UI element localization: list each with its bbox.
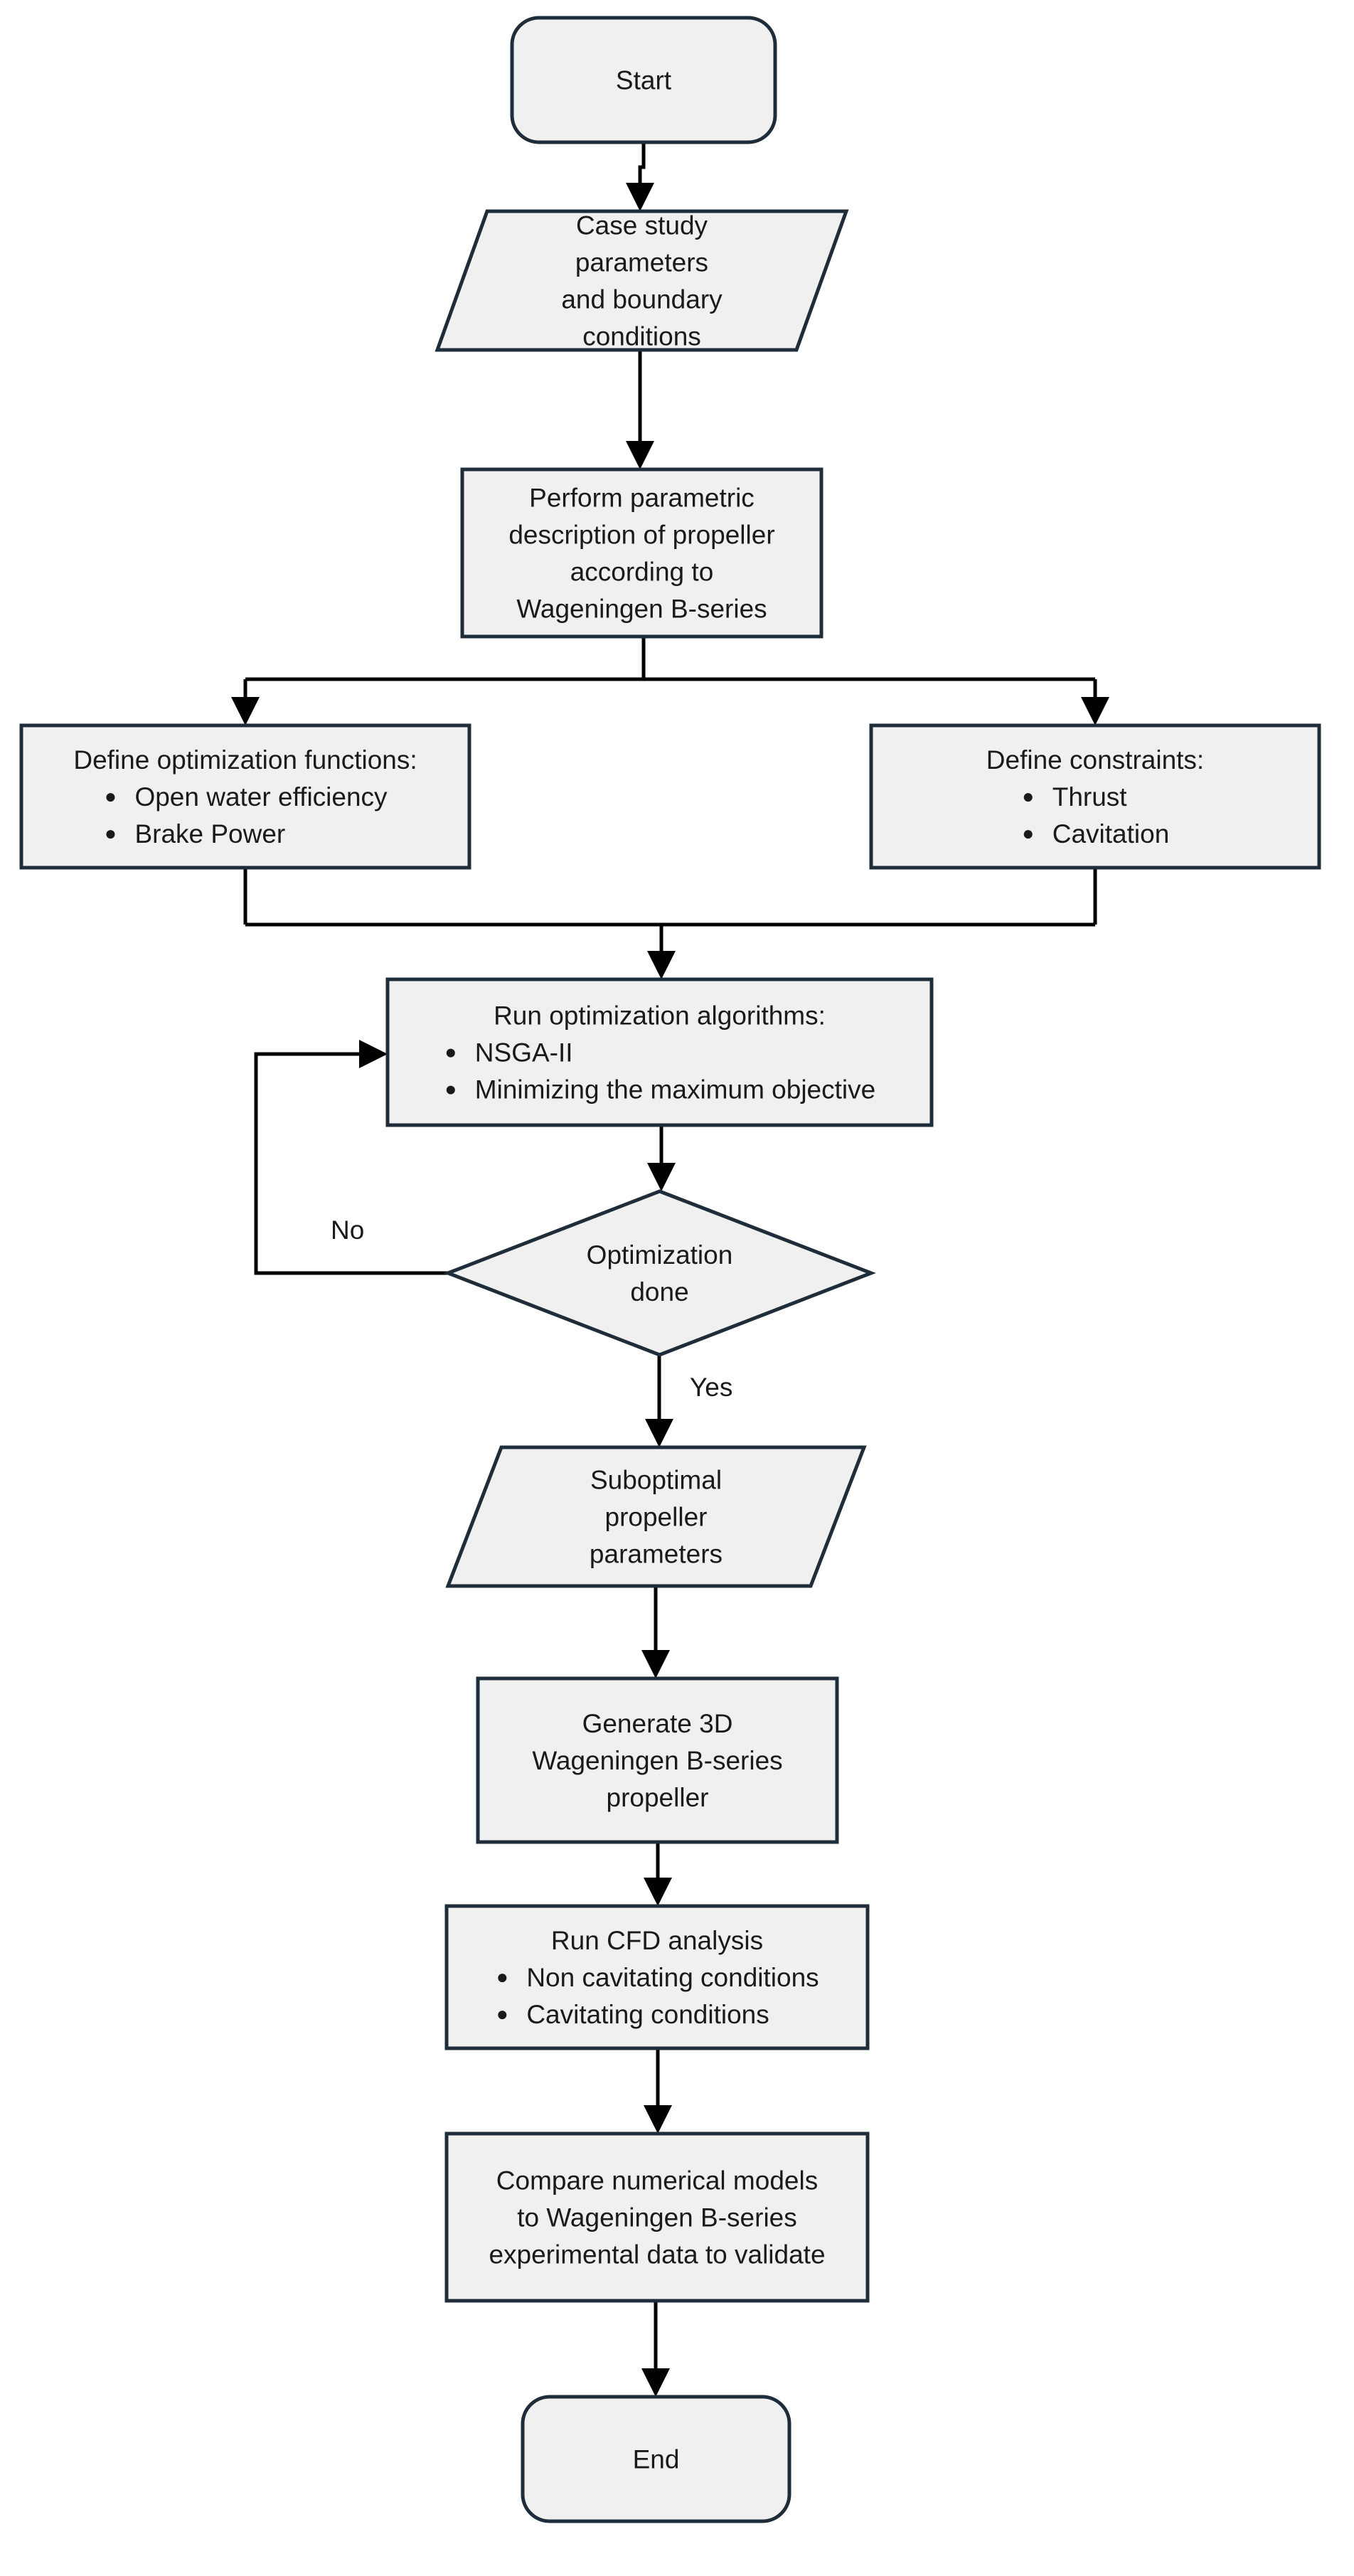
start-terminal-shape xyxy=(510,16,777,144)
param-text-line: description of propeller xyxy=(508,520,774,549)
cfd-text-line: Run CFD analysis xyxy=(551,1926,763,1955)
bullet-dot xyxy=(498,1974,507,1983)
case-text-line: conditions xyxy=(582,321,701,351)
subopt-text-line: propeller xyxy=(605,1502,708,1531)
run-text-line: Run optimization algorithms: xyxy=(494,1001,826,1030)
cons-bullet-item: Thrust xyxy=(1052,782,1128,811)
compare-text-line: Compare numerical models xyxy=(496,2166,818,2195)
node-compare: Compare numerical models to Wageningen B-… xyxy=(444,2131,870,2303)
case-data-shape xyxy=(435,209,849,352)
end-terminal-shape xyxy=(521,2395,791,2523)
run-bullet-item: NSGA-II xyxy=(475,1038,573,1067)
cons-text-line: Define constraints: xyxy=(986,745,1204,775)
cfd-process-shape xyxy=(444,1904,870,2050)
case-text-line: Case study xyxy=(576,211,708,240)
run-bullet-item: Minimizing the maximum objective xyxy=(475,1075,875,1104)
cfd-bullet-item: Non cavitating conditions xyxy=(526,1963,819,1992)
node-subopt: Suboptimal propeller parameters xyxy=(445,1445,867,1588)
bullet-dot xyxy=(446,1048,455,1058)
run-process-shape xyxy=(385,977,934,1127)
node-gen: Generate 3D Wageningen B-series propeller xyxy=(476,1676,839,1844)
case-text-line: parameters xyxy=(575,248,708,277)
gen-text-line: propeller xyxy=(607,1783,709,1812)
case-text-line: and boundary xyxy=(561,284,723,314)
start-text-line: Start xyxy=(616,65,672,95)
arrow-start-to-case xyxy=(626,142,654,211)
done-decision-shape xyxy=(443,1189,876,1357)
bullet-dot xyxy=(446,1085,455,1095)
node-case: Case study parameters and boundary conditio… xyxy=(435,209,849,352)
node-done: Optimization done xyxy=(443,1189,876,1357)
done-text-line: done xyxy=(630,1277,688,1306)
node-param: Perform parametric description of propell… xyxy=(460,467,823,639)
edge-label-no: No xyxy=(331,1215,364,1245)
bullet-dot xyxy=(498,2011,507,2020)
cons-bullet-item: Cavitation xyxy=(1052,819,1170,848)
subopt-text-line: Suboptimal xyxy=(590,1465,722,1494)
done-text-line: Optimization xyxy=(587,1240,733,1270)
node-funcs: Define optimization functions: Open water… xyxy=(19,723,471,870)
gen-process-shape xyxy=(476,1676,839,1844)
bullet-dot xyxy=(1023,793,1033,802)
compare-text-line: experimental data to validate xyxy=(489,2240,825,2269)
funcs-bullet-item: Brake Power xyxy=(134,819,285,848)
cfd-bullet-item: Cavitating conditions xyxy=(526,2000,769,2029)
param-text-line: Perform parametric xyxy=(529,483,755,512)
cons-process-shape xyxy=(869,723,1321,870)
gen-text-line: Wageningen B-series xyxy=(532,1746,782,1775)
bullet-dot xyxy=(1023,830,1033,839)
subopt-data-shape xyxy=(445,1445,867,1588)
funcs-text-line: Define optimization functions: xyxy=(73,745,417,775)
compare-process-shape xyxy=(444,2131,870,2303)
compare-text-line: to Wageningen B-series xyxy=(517,2203,797,2232)
funcs-process-shape xyxy=(19,723,471,870)
bullet-dot xyxy=(106,830,115,839)
node-start: Start xyxy=(510,16,777,144)
arrow-done-no-loop xyxy=(254,1040,448,1275)
connector-layer xyxy=(231,142,1109,2397)
end-text-line: End xyxy=(633,2444,680,2474)
bullet-dot xyxy=(106,793,115,802)
funcs-bullet-item: Open water efficiency xyxy=(134,782,388,811)
param-text-line: Wageningen B-series xyxy=(516,594,767,623)
node-end: End xyxy=(521,2395,791,2523)
node-run: Run optimization algorithms: NSGA-II Minim… xyxy=(385,977,934,1127)
edge-label-yes: Yes xyxy=(690,1373,732,1402)
gen-text-line: Generate 3D xyxy=(582,1709,733,1738)
subopt-text-line: parameters xyxy=(590,1539,723,1568)
param-process-shape xyxy=(460,467,823,639)
param-text-line: according to xyxy=(570,557,714,586)
